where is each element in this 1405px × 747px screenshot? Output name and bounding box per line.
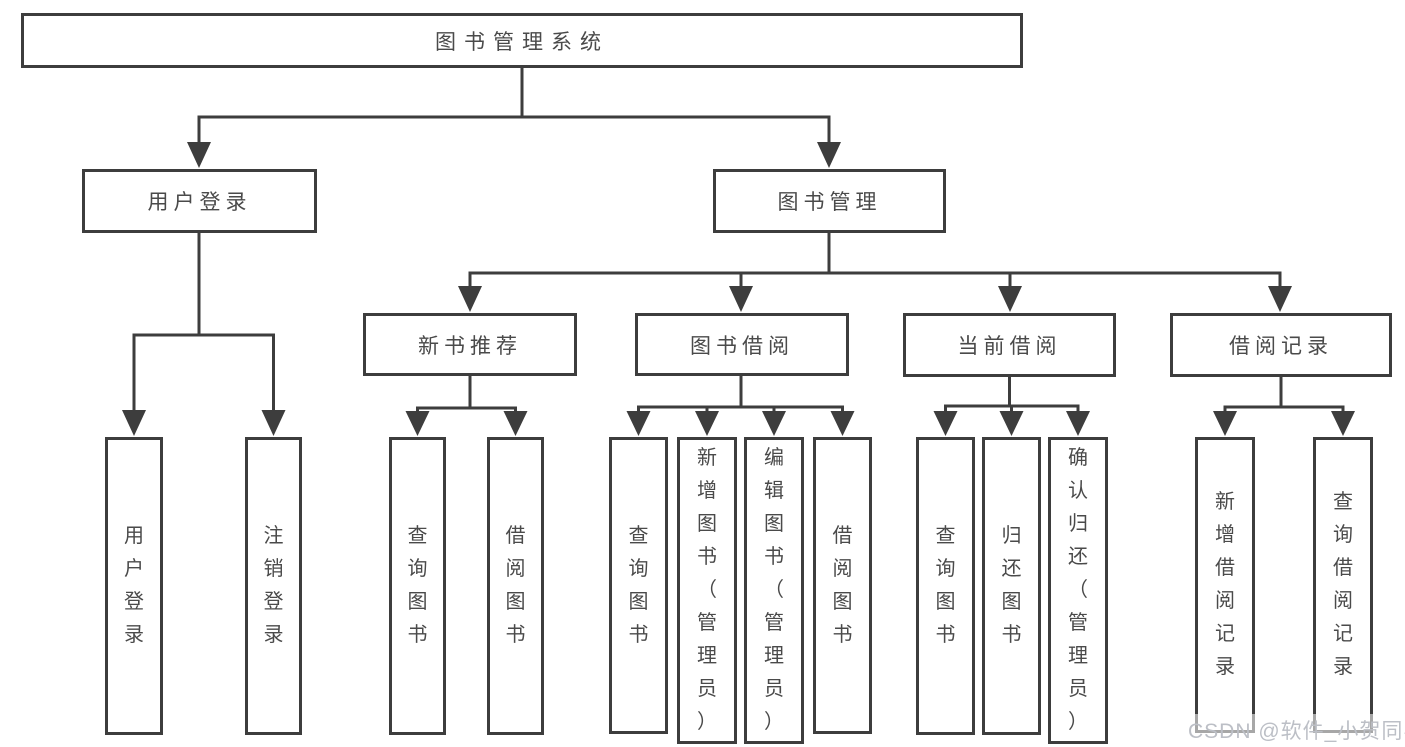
arrowhead — [122, 410, 146, 436]
connector-book-management-children — [458, 232, 1292, 312]
node-current-borrow: 当前借阅 — [903, 313, 1116, 377]
node-borrow-records: 借阅记录 — [1170, 313, 1392, 377]
arrowhead — [1066, 411, 1090, 436]
connector-root-to-level2 — [187, 68, 841, 168]
arrowhead — [933, 411, 958, 436]
arrowhead — [187, 142, 211, 168]
arrowhead — [1213, 411, 1237, 436]
leaf-borrow-books-recommend: 借阅图书 — [487, 437, 544, 735]
node-root-system: 图书管理系统 — [21, 13, 1023, 68]
arrowhead — [817, 142, 841, 168]
arrowhead — [626, 411, 651, 436]
leaf-confirm-return-admin: 确认归还（管理员） — [1048, 437, 1108, 744]
arrowhead — [261, 410, 286, 436]
arrowhead — [998, 286, 1022, 312]
arrowhead — [729, 286, 753, 312]
leaf-borrow-books: 借阅图书 — [813, 437, 872, 734]
connector-user-login-children — [122, 232, 286, 436]
arrowhead — [405, 411, 430, 436]
arrowhead — [762, 411, 786, 436]
arrowhead — [458, 286, 482, 312]
leaf-add-book-admin: 新增图书（管理员） — [677, 437, 737, 744]
connector-borrow-records-children — [1213, 376, 1355, 436]
connector-book-borrow-children — [626, 375, 855, 436]
leaf-edit-book-admin: 编辑图书（管理员） — [744, 437, 804, 744]
arrowhead — [695, 411, 719, 436]
leaf-logout: 注销登录 — [245, 437, 302, 735]
leaf-return-book: 归还图书 — [982, 437, 1041, 735]
arrowhead — [1331, 411, 1355, 436]
arrowhead — [1268, 286, 1292, 312]
leaf-add-borrow-record: 新增借阅记录 — [1195, 437, 1255, 733]
leaf-query-books-borrow: 查询图书 — [609, 437, 668, 734]
node-book-management: 图书管理 — [713, 169, 946, 233]
connector-current-borrow-children — [933, 376, 1090, 436]
leaf-query-borrow-record: 查询借阅记录 — [1313, 437, 1373, 733]
leaf-query-books-recommend: 查询图书 — [389, 437, 446, 735]
arrowhead — [503, 411, 528, 436]
leaf-user-login: 用户登录 — [105, 437, 163, 735]
connector-new-book-recommend-children — [405, 375, 528, 436]
csdn-watermark: CSDN @软件_小贺同学 — [1184, 714, 1405, 746]
arrowhead — [830, 411, 855, 436]
node-user-login: 用户登录 — [82, 169, 317, 233]
leaf-query-books-current: 查询图书 — [916, 437, 975, 735]
node-new-book-recommend: 新书推荐 — [363, 313, 577, 376]
node-book-borrow: 图书借阅 — [635, 313, 849, 376]
arrowhead — [999, 411, 1024, 436]
